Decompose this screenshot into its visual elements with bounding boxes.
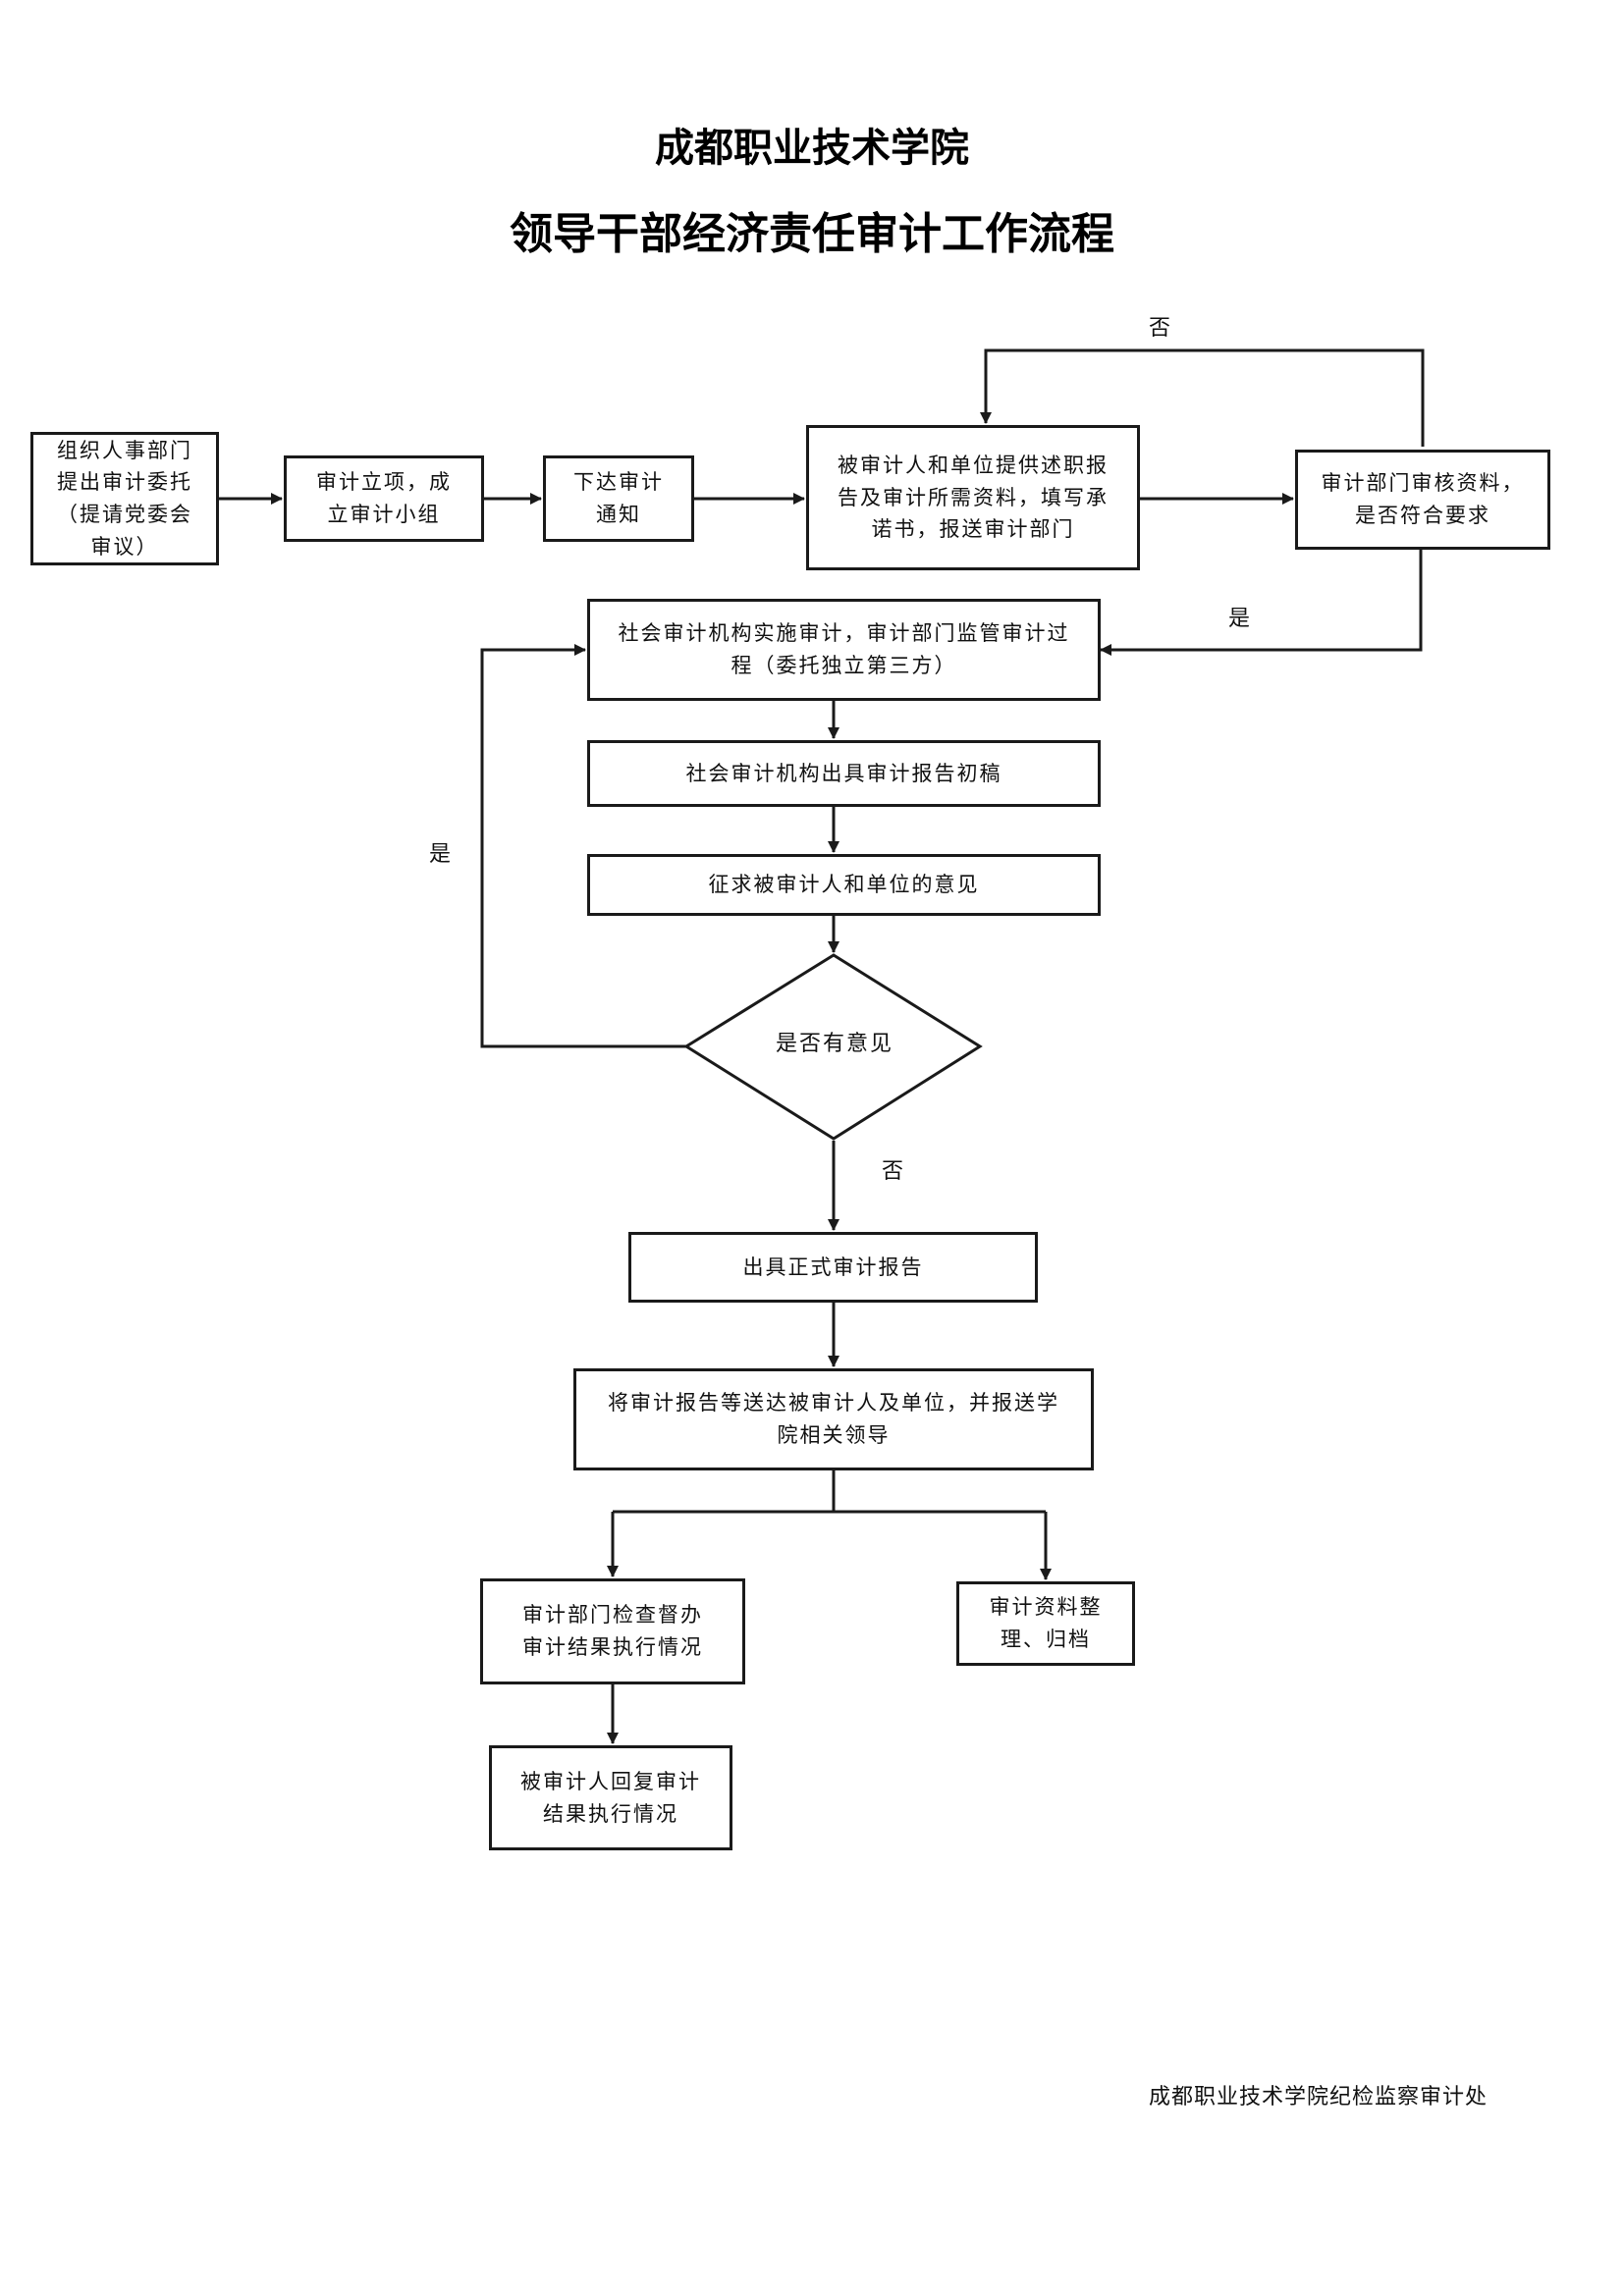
step-solicit-opinions: 征求被审计人和单位的意见 bbox=[587, 854, 1101, 916]
step-conduct-audit: 社会审计机构实施审计，审计部门监管审计过程（委托独立第三方） bbox=[587, 599, 1101, 701]
label-no-top: 否 bbox=[1149, 316, 1171, 341]
step-deliver-report: 将审计报告等送达被审计人及单位，并报送学院相关领导 bbox=[573, 1368, 1094, 1470]
label-no-bottom: 否 bbox=[882, 1159, 904, 1184]
page-subtitle: 领导干部经济责任审计工作流程 bbox=[510, 209, 1114, 259]
footer-department: 成都职业技术学院纪检监察审计处 bbox=[1149, 2085, 1489, 2109]
arrow-no-loop bbox=[980, 348, 1425, 447]
step-provide-materials: 被审计人和单位提供述职报告及审计所需资料，填写承诺书，报送审计部门 bbox=[806, 425, 1140, 570]
step-approve-project: 审计立项，成立审计小组 bbox=[284, 455, 484, 542]
step-draft-report: 社会审计机构出具审计报告初稿 bbox=[587, 740, 1101, 807]
step-issue-notice: 下达审计通知 bbox=[543, 455, 694, 542]
step-commission: 组织人事部门提出审计委托（提请党委会审议） bbox=[30, 432, 219, 565]
arrow-yes-loop bbox=[480, 644, 686, 1048]
label-yes-right: 是 bbox=[1228, 607, 1251, 631]
decision-label: 是否有意见 bbox=[775, 1032, 893, 1056]
step-supervise-execution: 审计部门检查督办审计结果执行情况 bbox=[480, 1578, 745, 1684]
step-reply-execution: 被审计人回复审计结果执行情况 bbox=[489, 1745, 732, 1850]
decision-diamond bbox=[683, 953, 983, 1141]
step-review-materials: 审计部门审核资料，是否符合要求 bbox=[1295, 450, 1550, 550]
arrow-yes-s6 bbox=[1100, 550, 1423, 656]
label-yes-left: 是 bbox=[429, 842, 452, 867]
page-title: 成都职业技术学院 bbox=[655, 126, 969, 171]
step-final-report: 出具正式审计报告 bbox=[628, 1232, 1038, 1303]
step-archive-materials: 审计资料整理、归档 bbox=[956, 1581, 1135, 1666]
